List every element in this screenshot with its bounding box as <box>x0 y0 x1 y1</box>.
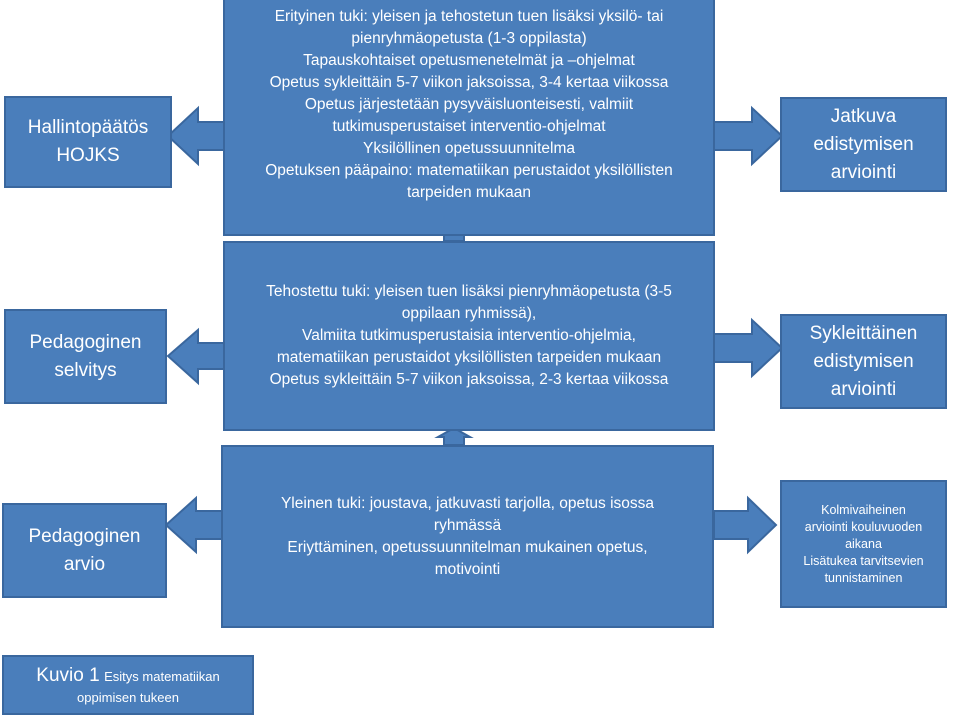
side-box-line: edistymisen <box>813 350 914 372</box>
special-support-line: Yksilöllinen opetussuunnitelma <box>363 140 575 157</box>
special-support-line: Opetus sykleittäin 5-7 viikon jaksoissa,… <box>269 74 669 91</box>
right-arrow-icon <box>713 495 778 555</box>
intensified-support-line: oppilaan ryhmissä), <box>401 305 537 322</box>
side-box-line: edistymisen <box>813 133 914 155</box>
side-box-line: Sykleittäinen <box>809 322 918 344</box>
side-box-line: selvitys <box>54 359 117 381</box>
small-box-line: tunnistaminen <box>824 570 903 585</box>
special-support-line: Opetuksen pääpaino: matematiikan perusta… <box>265 162 673 179</box>
right-arrow-icon <box>713 105 784 167</box>
special-support-line: pienryhmäopetusta (1-3 oppilasta) <box>351 30 587 47</box>
special-support-line: tutkimusperustaiset interventio-ohjelmat <box>332 118 606 135</box>
side-box-line: HOJKS <box>56 145 120 166</box>
side-box-line: arvio <box>63 553 106 575</box>
caption-title-part1: Esitys matematiikan <box>104 669 220 684</box>
side-box-line: arviointi <box>830 161 897 183</box>
small-box-line: Lisätukea tarvitsevien <box>803 553 924 568</box>
pedagogical-assessment-box: Pedagoginen arvio <box>2 503 167 598</box>
special-support-line: Erityinen tuki: yleisen ja tehostetun tu… <box>274 8 664 25</box>
general-support-line: ryhmässä <box>433 516 502 534</box>
intensified-support-box: Tehostettu tuki: yleisen tuen lisäksi pi… <box>223 241 715 431</box>
left-arrow-icon <box>164 495 223 555</box>
general-support-line: Eriyttäminen, opetussuunnitelman mukaine… <box>287 538 648 556</box>
special-support-line: Tapauskohtaiset opetusmenetelmät ja –ohj… <box>303 52 635 69</box>
intensified-support-line: Opetus sykleittäin 5-7 viikon jaksoissa,… <box>269 371 669 388</box>
three-phase-assessment-box: Kolmivaiheinen arviointi kouluvuoden aik… <box>780 480 947 608</box>
intensified-support-line: Tehostettu tuki: yleisen tuen lisäksi pi… <box>266 283 672 300</box>
continuous-progress-box: Jatkuva edistymisen arviointi <box>780 97 947 192</box>
special-support-line: Opetus järjestetään pysyväisluonteisesti… <box>304 96 634 113</box>
small-box-line: aikana <box>845 536 882 551</box>
special-support-line: tarpeiden mukaan <box>406 184 532 201</box>
side-box-line: Hallintopäätös <box>27 117 149 138</box>
figure-caption: Kuvio 1 Esitys matematiikan oppimisen tu… <box>2 655 254 715</box>
administrative-decision-box: Hallintopäätös HOJKS <box>4 96 172 188</box>
cyclic-progress-box: Sykleittäinen edistymisen arviointi <box>780 314 947 409</box>
side-box-line: Pedagoginen <box>29 331 142 353</box>
left-arrow-icon <box>166 105 225 167</box>
small-box-line: Kolmivaiheinen <box>821 502 906 517</box>
general-support-box: Yleinen tuki: joustava, jatkuvasti tarjo… <box>221 445 714 628</box>
general-support-line: Yleinen tuki: joustava, jatkuvasti tarjo… <box>280 494 655 512</box>
right-arrow-icon <box>713 317 784 379</box>
side-box-line: Jatkuva <box>830 105 897 127</box>
up-arrow-icon <box>434 426 474 446</box>
side-box-line: arviointi <box>830 378 897 400</box>
intensified-support-line: Valmiita tutkimusperustaisia interventio… <box>302 327 636 344</box>
caption-label: Kuvio 1 <box>36 665 100 686</box>
pedagogical-report-box: Pedagoginen selvitys <box>4 309 167 404</box>
general-support-line: motivointi <box>434 560 501 578</box>
intensified-support-line: matematiikan perustaidot yksilöllisten t… <box>276 349 662 366</box>
side-box-line: Pedagoginen <box>28 525 141 547</box>
special-support-box: Erityinen tuki: yleisen ja tehostetun tu… <box>223 0 715 236</box>
small-box-line: arviointi kouluvuoden <box>804 519 923 534</box>
left-arrow-icon <box>166 327 225 386</box>
caption-title-part2: oppimisen tukeen <box>77 690 179 705</box>
